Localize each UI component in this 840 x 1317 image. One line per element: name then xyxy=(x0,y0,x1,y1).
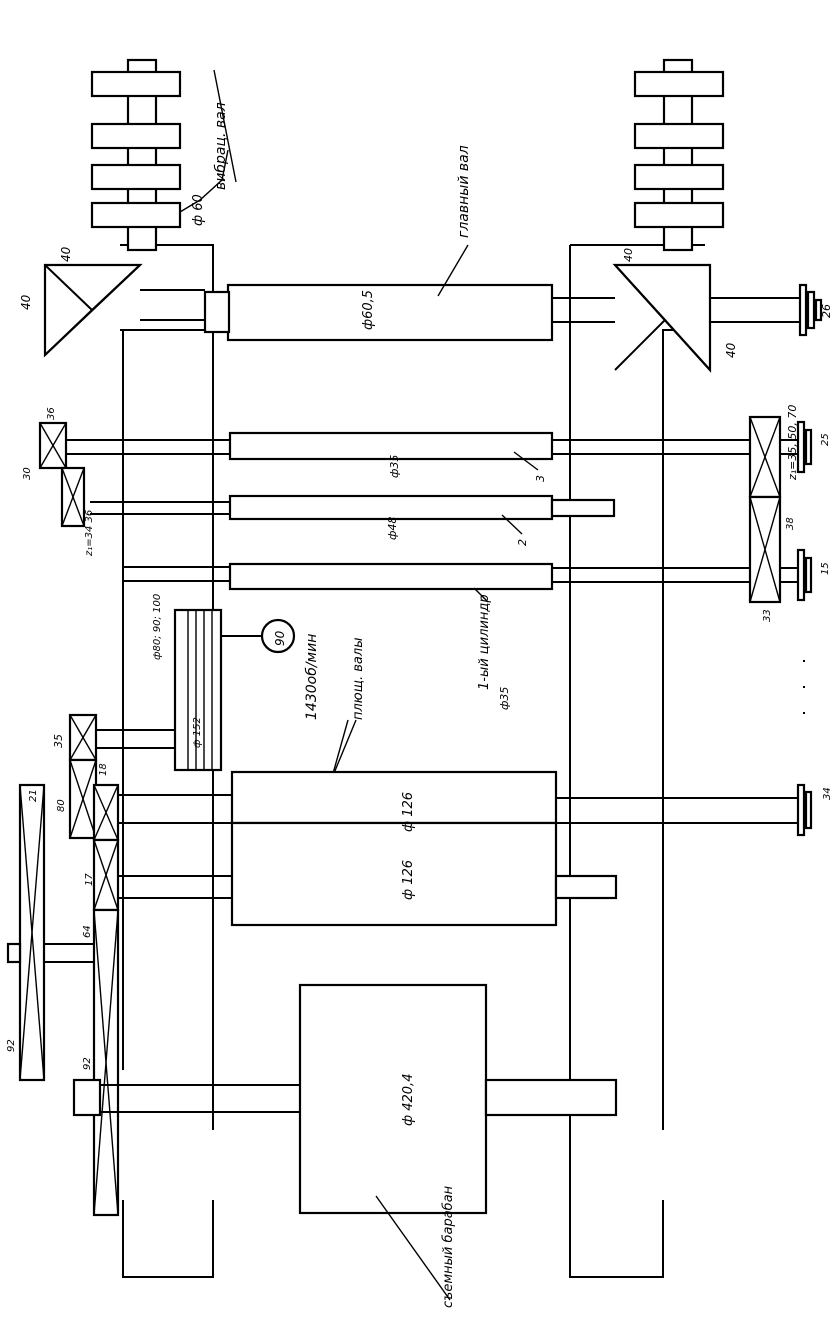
label-top-shaft-dia: ф 60 xyxy=(191,194,206,226)
sprocket-34 xyxy=(798,785,811,835)
rolls xyxy=(118,772,800,925)
label-bevel-right-a: 40 xyxy=(622,248,635,262)
label-sprocket-26: 26 xyxy=(820,304,833,318)
right-gear-stack xyxy=(750,417,780,602)
bevel-gear-left xyxy=(45,265,140,355)
label-roll-dia-2: ф 126 xyxy=(401,860,416,900)
label-bevel-left-b: 40 xyxy=(19,294,33,310)
label-cyl2-dia: ф48 xyxy=(386,517,399,540)
label-bevel-right-b: 40 xyxy=(724,342,738,358)
label-pulley-dia-top: ф80; 90; 100 xyxy=(152,594,163,660)
label-gear-92-bottom: 92 xyxy=(82,1057,93,1070)
label-gear-35: 35 xyxy=(52,734,65,748)
label-roll-dia-1: ф 126 xyxy=(401,792,416,832)
label-sprocket-25: 25 xyxy=(820,433,831,446)
label-first-cylinder: 1-ый цилиндр xyxy=(477,594,492,690)
drum xyxy=(74,985,616,1300)
cylinder-3 xyxy=(65,433,750,470)
label-sprocket-15: 15 xyxy=(820,562,831,575)
label-motor-speed: 1430об/мин xyxy=(304,634,320,720)
label-vibrating-shaft: вибрац. вал xyxy=(213,102,229,190)
label-main-cylinder-dia: ф60,5 xyxy=(361,290,376,330)
cylinder-2 xyxy=(90,496,614,534)
label-first-cylinder-dia: ф35 xyxy=(498,687,511,710)
sprocket-26 xyxy=(710,285,821,335)
label-gear-64: 64 xyxy=(82,925,93,938)
cylinder-1 xyxy=(123,564,750,602)
label-gear-34-36: z₁=34 36 xyxy=(84,510,95,557)
label-pulley-dia-bottom: ф 152 xyxy=(192,717,203,748)
vibrating-shaft-right xyxy=(635,60,723,250)
main-cylinder xyxy=(140,245,615,340)
label-gear-18: 18 xyxy=(98,763,109,776)
label-gear-80: 80 xyxy=(56,799,67,812)
dotted-marks xyxy=(803,660,805,714)
label-cyl3-dia: ф35 xyxy=(388,455,401,478)
label-gear-17: 17 xyxy=(84,873,95,886)
label-cyl3-num: 3 xyxy=(534,475,547,482)
label-motor: 90 xyxy=(273,630,287,646)
label-right-33: 33 xyxy=(762,609,773,622)
gear-pair-30-36 xyxy=(40,423,84,526)
label-right-38: 38 xyxy=(785,517,796,530)
label-gear-36: 36 xyxy=(46,407,57,420)
label-gear-92-top: 92 xyxy=(6,1039,17,1052)
label-crank-shaft: плющ. валы xyxy=(351,638,366,720)
label-main-cylinder: главный вал xyxy=(456,145,472,238)
label-drum: съемный барабан xyxy=(441,1185,456,1308)
label-drum-dia: ф 420,4 xyxy=(401,1074,416,1126)
sprocket-15 xyxy=(780,550,811,600)
label-gear-30: 30 xyxy=(22,467,33,480)
label-sprocket-34: 34 xyxy=(822,787,833,800)
label-cyl2-num: 2 xyxy=(516,539,529,546)
label-gear-21: 21 xyxy=(28,789,39,802)
left-gear-chain xyxy=(8,715,123,1215)
label-bevel-left-a: 40 xyxy=(59,246,73,262)
